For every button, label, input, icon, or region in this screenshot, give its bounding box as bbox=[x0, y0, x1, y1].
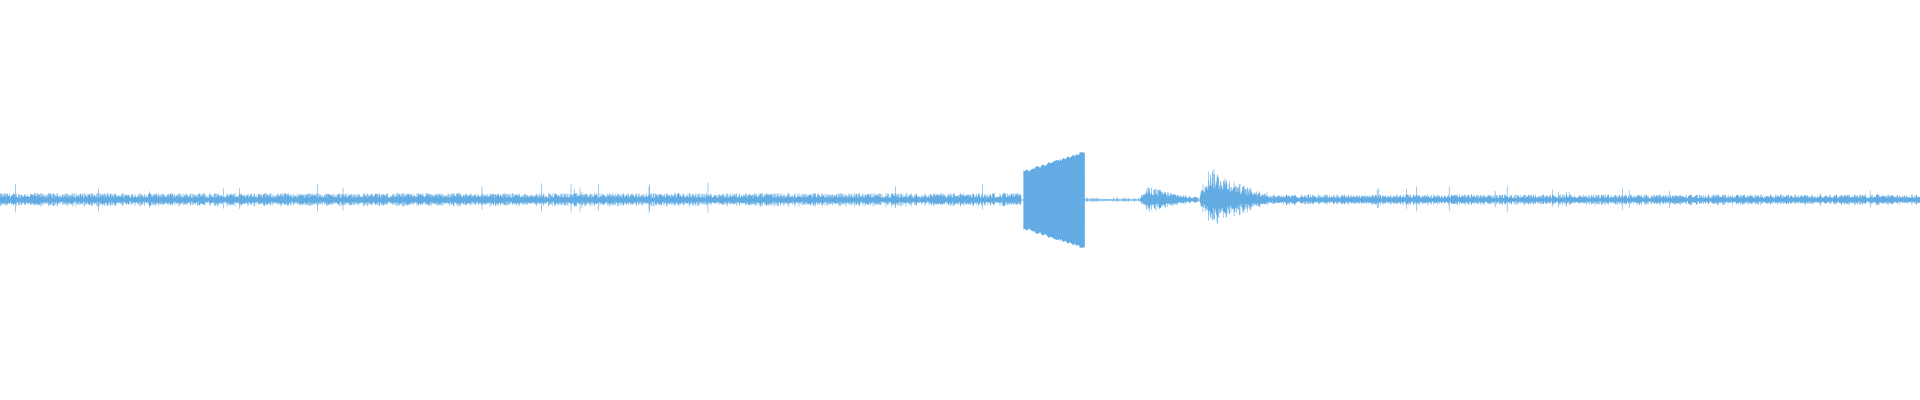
waveform-peaks bbox=[1140, 187, 1199, 212]
waveform-segment-noise-floor-start bbox=[0, 182, 1022, 213]
waveform-envelope bbox=[1023, 151, 1085, 249]
waveform-segment-burst-medium bbox=[1199, 169, 1268, 225]
waveform-segment-gap-1 bbox=[1084, 197, 1141, 203]
waveform-peaks bbox=[0, 182, 1022, 213]
waveform-segment-noise-floor-end bbox=[1266, 186, 1920, 213]
waveform-segment-burst-small bbox=[1140, 187, 1199, 212]
waveform-segment-burst-loud bbox=[1023, 151, 1085, 249]
waveform-peaks bbox=[1199, 169, 1268, 225]
waveform-peaks bbox=[1266, 186, 1920, 213]
waveform-peaks bbox=[1084, 197, 1141, 203]
